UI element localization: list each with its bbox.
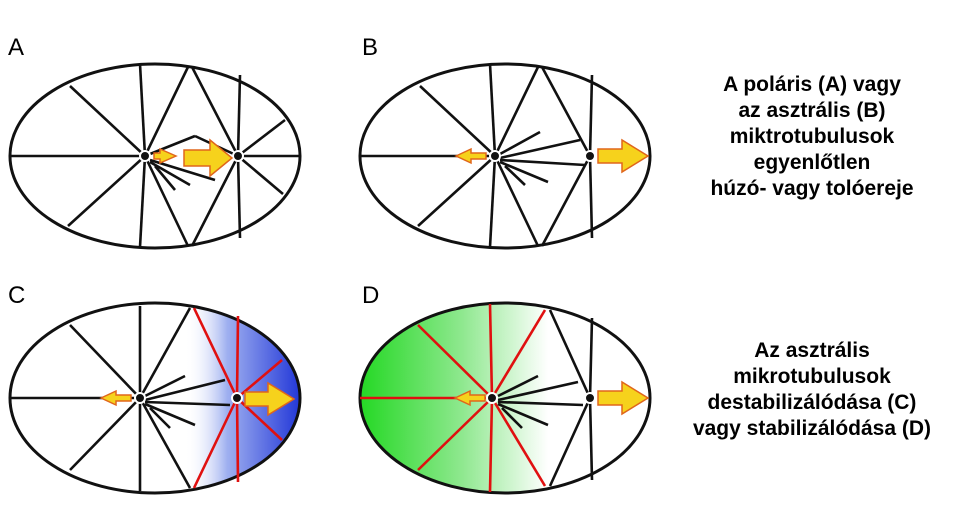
microtubules-c <box>10 306 231 491</box>
panel-label-a: A <box>8 34 25 61</box>
microtubules-a <box>10 63 300 248</box>
panel-label-d: D <box>362 282 380 309</box>
panel-label-c: C <box>8 282 26 309</box>
centrosome-left-a <box>139 150 151 162</box>
centrosome-right-d <box>584 392 596 404</box>
panel-label-b: B <box>362 34 379 61</box>
caption-top: A poláris (A) vagy az asztrális (B) mikt… <box>710 73 914 200</box>
arrow-right-c <box>244 381 296 417</box>
arrow-left-a <box>153 147 178 165</box>
caption-bottom: Az asztrális mikrotubulusok destabilizál… <box>692 339 932 440</box>
centrosome-right-b <box>584 150 596 162</box>
microtubules-d <box>497 309 594 487</box>
microtubules-b <box>360 63 594 248</box>
red-microtubules-d <box>360 303 547 493</box>
green-gradient-d <box>360 303 548 493</box>
arrow-right-b <box>597 138 650 174</box>
panel-a <box>8 62 302 250</box>
centrosome-left-d <box>486 392 498 404</box>
centrosome-left-b <box>489 150 501 162</box>
centrosome-right-a <box>232 150 244 162</box>
centrosome-left-c <box>134 392 146 404</box>
arrow-left-c <box>99 389 132 407</box>
arrow-left-b <box>454 147 487 165</box>
panel-b <box>358 62 652 250</box>
panel-d <box>358 301 652 495</box>
panel-c <box>8 301 302 495</box>
arrow-right-d <box>597 380 650 416</box>
centrosome-right-c <box>231 392 243 404</box>
arrow-right-a <box>183 138 234 178</box>
arrow-left-d <box>453 389 486 407</box>
